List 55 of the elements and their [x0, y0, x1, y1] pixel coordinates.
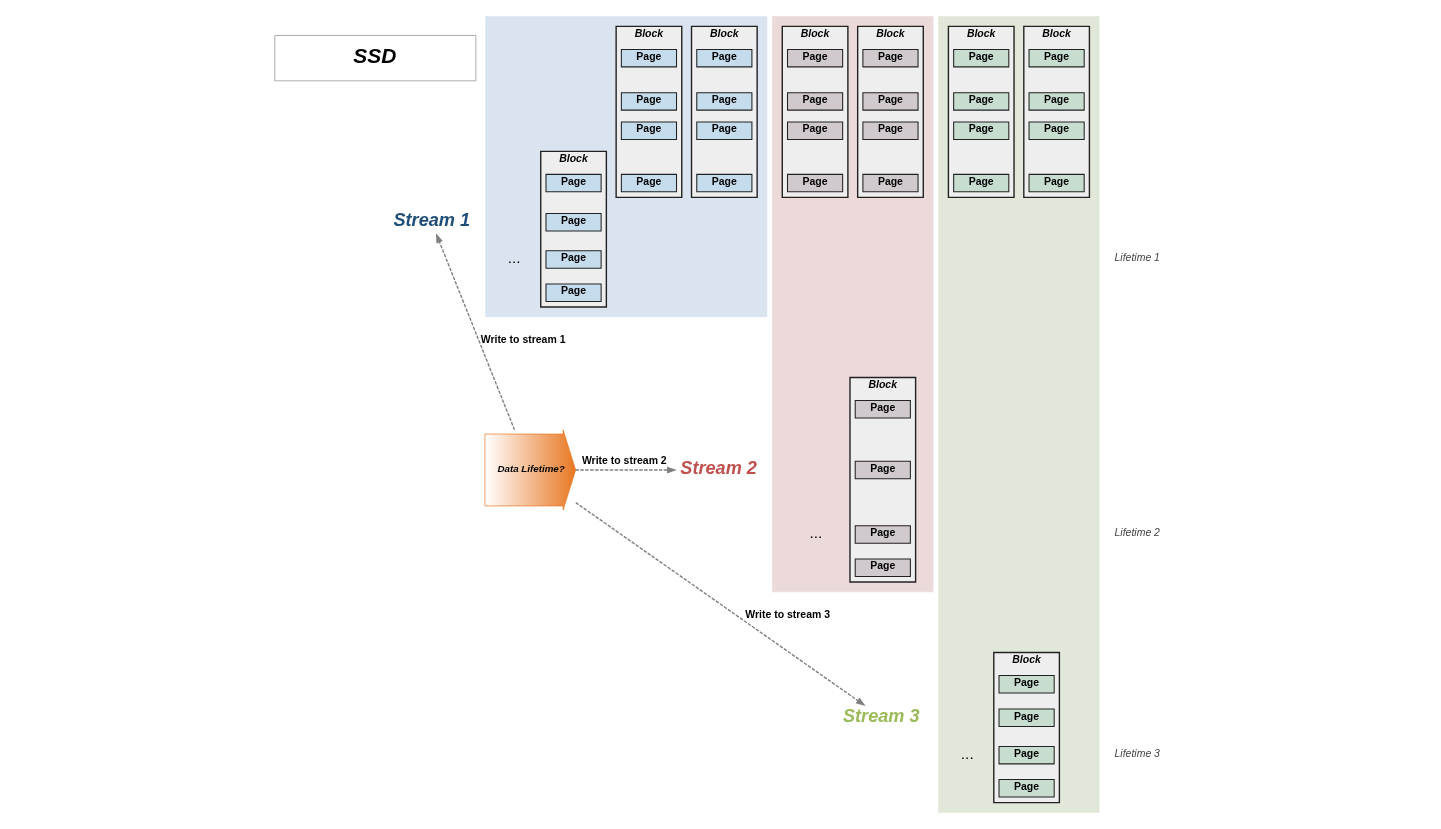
node-box: Page — [862, 173, 919, 193]
node-text: Stream 2 — [680, 457, 757, 478]
node-box: Page — [953, 92, 1010, 111]
label: Lifetime 3 — [1114, 747, 1160, 759]
node-box: Page — [998, 708, 1055, 728]
node-box: Page — [1028, 92, 1085, 111]
node-box: Page — [998, 675, 1055, 694]
node-box: Page — [953, 48, 1010, 68]
node-box: Page — [545, 212, 602, 232]
edge-label: Write to stream 1 — [480, 333, 566, 345]
node-text: Stream 1 — [393, 209, 471, 230]
node-box: Page — [953, 173, 1010, 193]
node-box: Page — [862, 121, 919, 140]
node-box: Page — [854, 400, 911, 419]
label: Lifetime 2 — [1114, 527, 1160, 539]
node-box: Page — [1028, 48, 1085, 68]
cluster — [485, 16, 768, 318]
node-box: Page — [862, 48, 919, 68]
arrow — [574, 466, 677, 474]
node-box: Page — [620, 173, 678, 193]
label: ... — [507, 249, 521, 267]
label: ... — [960, 745, 974, 763]
node-box: Page — [696, 121, 753, 140]
node-box: Page — [620, 48, 678, 68]
edge-label: Write to stream 3 — [745, 608, 831, 620]
node-box: Page — [854, 460, 911, 480]
node-box: Page — [787, 121, 844, 140]
node-box: Page — [696, 48, 753, 68]
node-box: Page — [696, 92, 753, 111]
node-box: Page — [787, 173, 844, 193]
node-box: Page — [854, 558, 911, 577]
label: Lifetime 1 — [1114, 252, 1160, 264]
node-box: Page — [1028, 121, 1085, 140]
node-box: Page — [854, 525, 911, 544]
node-box: Page — [998, 779, 1055, 798]
node-box: Page — [620, 92, 678, 111]
node-box: SSD — [274, 35, 477, 82]
node-box: Page — [787, 92, 844, 111]
node-box: Page — [545, 173, 602, 193]
node-box: Page — [1028, 173, 1085, 193]
node-box: Page — [787, 48, 844, 68]
node-box: Page — [620, 121, 678, 140]
node-box: Page — [545, 250, 602, 269]
edge-label: Write to stream 2 — [581, 454, 667, 466]
cluster — [938, 16, 1100, 813]
node-box: Page — [998, 745, 1055, 765]
cluster — [772, 16, 934, 593]
arrow — [435, 233, 516, 431]
arrow — [575, 501, 866, 706]
node-box: Page — [545, 283, 602, 302]
node-box: Page — [696, 173, 753, 193]
node-text: Stream 3 — [843, 705, 920, 726]
label: ... — [809, 524, 823, 542]
node-box: Page — [953, 121, 1010, 140]
node-box: Page — [862, 92, 919, 111]
